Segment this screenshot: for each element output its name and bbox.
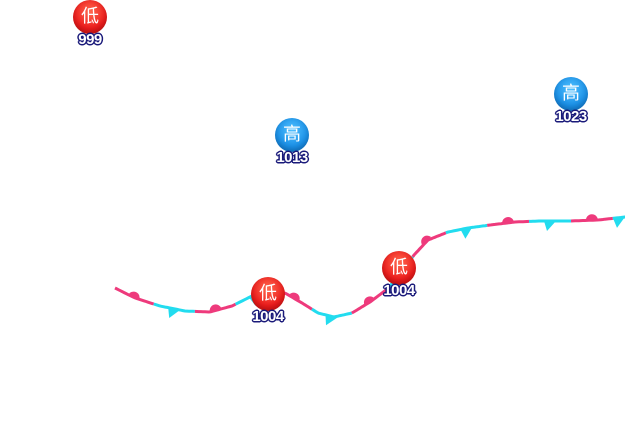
cold-front-triangle xyxy=(168,307,180,318)
high-pressure-center-1023[interactable]: 高 1023 xyxy=(531,77,611,137)
pressure-value: 999 xyxy=(78,31,102,48)
low-pressure-symbol: 低 xyxy=(73,0,107,34)
warm-front-semicircle xyxy=(128,291,140,301)
cold-front-triangle xyxy=(460,227,473,239)
warm-front-semicircle xyxy=(502,217,514,224)
warm-front-semicircle xyxy=(585,214,598,221)
pressure-value: 1023 xyxy=(555,108,587,125)
low-pressure-center-1004-east[interactable]: 低 1004 xyxy=(359,251,439,311)
warm-front-segment xyxy=(411,231,447,258)
warm-front-semicircle xyxy=(363,296,375,306)
warm-front-semicircle xyxy=(288,292,300,302)
high-pressure-center-1013[interactable]: 高 1013 xyxy=(252,118,332,178)
cold-front-triangle xyxy=(325,314,338,326)
high-pressure-symbol: 高 xyxy=(554,77,588,111)
cold-front-triangle xyxy=(544,221,556,231)
warm-front-segment xyxy=(570,216,613,223)
high-pressure-symbol: 高 xyxy=(275,118,309,152)
low-pressure-symbol: 低 xyxy=(382,251,416,285)
cold-front-segment xyxy=(153,302,195,313)
pressure-value: 1004 xyxy=(252,308,284,325)
low-pressure-symbol: 低 xyxy=(251,277,285,311)
warm-front-semicircle xyxy=(209,304,222,312)
cold-front-segment xyxy=(311,307,353,319)
cold-front-triangle xyxy=(613,217,625,228)
warm-front-semicircle xyxy=(421,235,431,246)
pressure-value: 1013 xyxy=(276,149,308,166)
low-pressure-center-999[interactable]: 低 999 xyxy=(50,0,130,60)
low-pressure-center-1004-west[interactable]: 低 1004 xyxy=(228,277,308,337)
pressure-value: 1004 xyxy=(383,282,415,299)
